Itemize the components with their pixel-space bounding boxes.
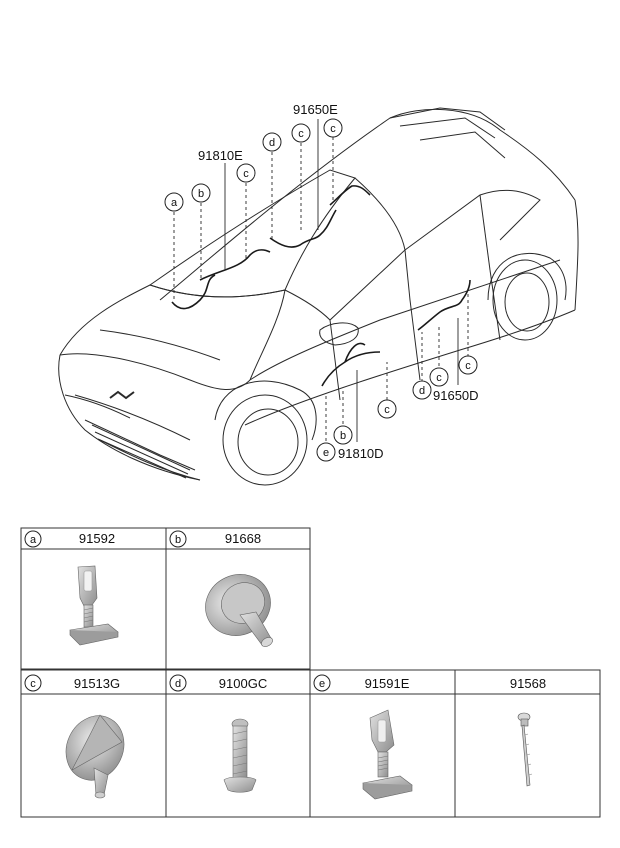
part-number-9100GC: 9100GC — [219, 676, 267, 691]
svg-text:c: c — [384, 404, 390, 416]
legend-header-b: b 91668 — [169, 530, 261, 548]
car-body-outline — [58, 107, 579, 486]
svg-text:a: a — [171, 197, 178, 209]
legend-header-a: a 91592 — [24, 530, 115, 548]
svg-text:b: b — [340, 430, 346, 442]
car-wiring-diagram: a b c d c c b e c d c c 91 — [58, 102, 579, 486]
svg-text:a: a — [30, 534, 37, 546]
leader-lines — [173, 137, 469, 447]
callout-a: a — [164, 192, 184, 212]
svg-text:e: e — [323, 447, 329, 459]
svg-text:c: c — [436, 372, 442, 384]
svg-text:b: b — [175, 534, 181, 546]
callout-c-1: c — [236, 163, 256, 183]
callout-b-lower: b — [333, 425, 353, 445]
callout-c-6: c — [458, 355, 478, 375]
callout-b-upper: b — [191, 183, 211, 203]
label-91650D: 91650D — [433, 388, 479, 403]
part-number-91568: 91568 — [510, 676, 546, 691]
legend-header-c: c 91513G — [24, 674, 120, 692]
legend-header-91568: 91568 — [510, 676, 546, 691]
wiring-harness — [171, 185, 471, 387]
part-number-91668: 91668 — [225, 531, 261, 546]
grommet-icon — [205, 574, 273, 647]
svg-text:c: c — [330, 123, 336, 135]
callout-e: e — [316, 442, 336, 462]
clip-e-icon — [362, 709, 413, 800]
svg-text:d: d — [269, 137, 275, 149]
bolt-icon — [223, 718, 257, 793]
legend-header-d: d 9100GC — [169, 674, 267, 692]
part-number-91591E: 91591E — [365, 676, 410, 691]
callout-d-lower: d — [412, 380, 432, 400]
plug-icon — [65, 714, 125, 799]
callout-c-4: c — [377, 399, 397, 419]
cable-tie-icon — [517, 712, 533, 787]
svg-text:e: e — [319, 678, 325, 690]
clip-icon — [69, 565, 119, 646]
svg-text:d: d — [175, 678, 181, 690]
label-91650E: 91650E — [293, 102, 338, 117]
label-91810D: 91810D — [338, 446, 384, 461]
part-number-91592: 91592 — [79, 531, 115, 546]
callout-c-3: c — [323, 118, 343, 138]
callout-d-upper: d — [262, 132, 282, 152]
svg-text:c: c — [298, 128, 304, 140]
svg-text:b: b — [198, 188, 204, 200]
svg-text:c: c — [30, 678, 36, 690]
svg-text:c: c — [243, 168, 249, 180]
part-number-leaders — [224, 119, 459, 442]
callout-c-2: c — [291, 123, 311, 143]
legend-header-e: e 91591E — [313, 674, 410, 692]
part-number-91513G: 91513G — [74, 676, 120, 691]
callout-c-5: c — [429, 367, 449, 387]
svg-text:d: d — [419, 385, 425, 397]
label-91810E: 91810E — [198, 148, 243, 163]
svg-text:c: c — [465, 360, 471, 372]
